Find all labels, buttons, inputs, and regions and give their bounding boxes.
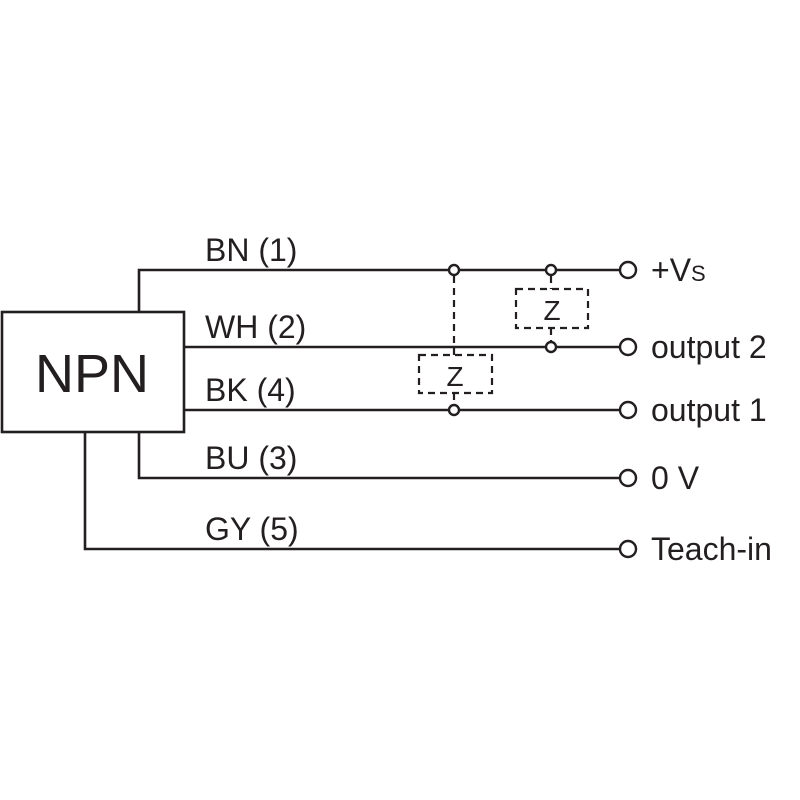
terminal-teach-in [618,539,638,559]
terminal-label-vs: +VS [651,252,706,288]
load-z-output-1 [417,353,494,395]
wire-label-wh: WH (2) [205,309,306,345]
terminal-vs [618,260,638,280]
sensor-label: NPN [35,344,149,404]
wire-label-bn: BN (1) [205,232,297,268]
wire-gy [83,432,620,551]
wire-label-gy: GY (5) [205,511,299,547]
load-z-label: Z [543,295,560,326]
terminal-0v [618,468,638,488]
load-z-label: Z [446,361,463,392]
terminal-label-teach-in: Teach-in [651,531,772,567]
junction-node [544,263,558,277]
sensor-box [0,310,186,434]
wire-bu [137,432,620,480]
terminal-output-2 [618,337,638,357]
terminal-output-1 [618,400,638,420]
junction-node [447,263,461,277]
junction-node [544,340,558,354]
wire-label-bk: BK (4) [205,372,296,408]
wire-label-bu: BU (3) [205,440,297,476]
junction-node [447,403,461,417]
terminal-label-output-1: output 1 [651,392,767,428]
terminal-label-output-2: output 2 [651,329,767,365]
terminal-label-0v: 0 V [651,460,700,496]
